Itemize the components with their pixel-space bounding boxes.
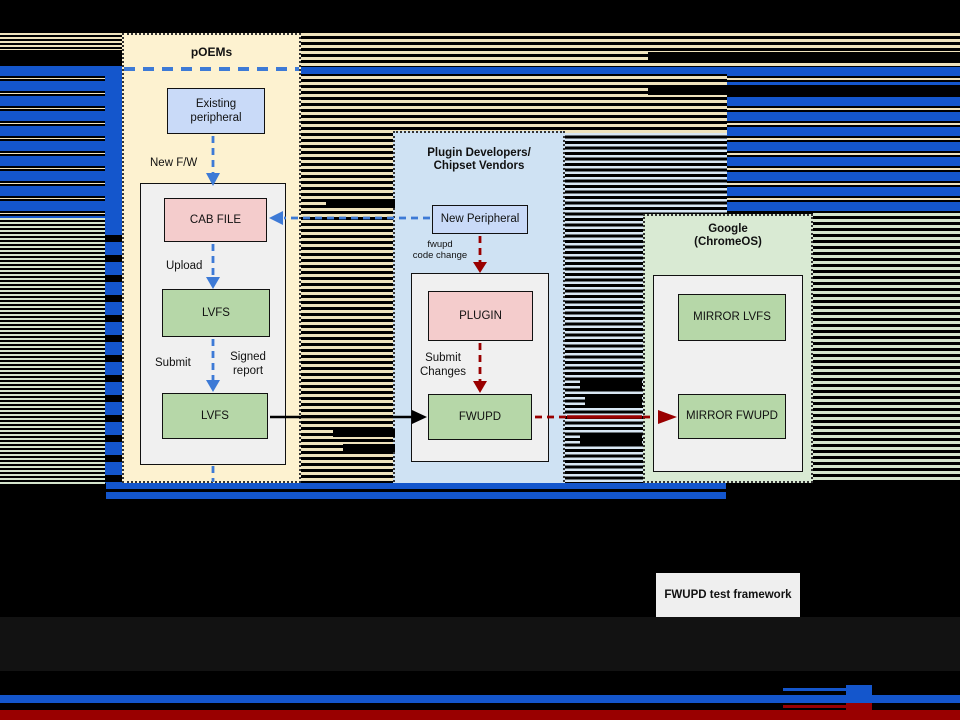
glitch-tan-stripes-top-left <box>0 33 122 50</box>
upload-label: Upload <box>166 260 203 272</box>
redaction-bar <box>343 444 395 452</box>
new-peripheral-box: New Peripheral <box>432 205 528 234</box>
glitch-tan-stripes-top-band <box>301 33 960 70</box>
glitch-red-bar-bottom <box>0 710 960 720</box>
lvfs-lower-box: LVFS <box>162 393 268 439</box>
fwupd-code-change-label: fwupd code change <box>412 239 468 261</box>
fwupd-box: FWUPD <box>428 394 532 440</box>
redaction-bar <box>580 433 642 445</box>
glitch-blue-line <box>301 67 960 74</box>
glitch-blue-dashed-column <box>105 222 122 483</box>
lvfs-upper-box: LVFS <box>162 289 270 337</box>
glitch-blue-column <box>105 66 122 223</box>
new-fw-label: New F/W <box>150 157 198 169</box>
plugin-box: PLUGIN <box>428 291 533 341</box>
glitch-tan-stripes-right-of-plugin <box>565 70 727 133</box>
submit-label: Submit <box>155 357 191 369</box>
redaction-bar <box>585 394 642 406</box>
glitch-tan-stripes-middle-column <box>301 70 397 483</box>
mirror-lvfs-box: MIRROR LVFS <box>678 294 786 341</box>
mirror-fwupd-box: MIRROR FWUPD <box>678 394 786 439</box>
panel-poems-title: pOEMs <box>190 45 233 59</box>
redaction-bar <box>648 85 960 95</box>
fwupd-test-framework-box: FWUPD test framework <box>656 573 800 617</box>
signed-report-label: Signed report <box>230 351 266 377</box>
glitch-blue-bar-upper <box>106 483 726 489</box>
glitch-blue-stripes-left <box>0 66 106 218</box>
redaction-bar <box>648 52 960 62</box>
cab-file-box: CAB FILE <box>164 198 267 242</box>
panel-google-title: Google (ChromeOS) <box>694 223 762 249</box>
existing-peripheral-box: Existing peripheral <box>167 88 265 134</box>
redaction-bar <box>580 379 642 391</box>
glitch-blue-bar-bottom <box>0 695 960 703</box>
poems-dashed-divider <box>124 67 299 71</box>
glitch-tan-stripes-above-plugin <box>397 70 565 131</box>
redaction-bar <box>333 429 395 437</box>
glitch-red-thin-line <box>783 705 846 708</box>
charcoal-band <box>0 617 960 671</box>
glitch-blue-bar-lower <box>106 492 726 499</box>
panel-plugin-title: Plugin Developers/ Chipset Vendors <box>427 147 531 173</box>
redaction-bar <box>326 199 395 208</box>
glitch-blue-thin-line <box>783 688 846 691</box>
submit-changes-label: Submit Changes <box>419 352 467 378</box>
glitch-green-stripes-left <box>0 218 105 484</box>
glitch-green-stripes-right <box>813 213 960 483</box>
